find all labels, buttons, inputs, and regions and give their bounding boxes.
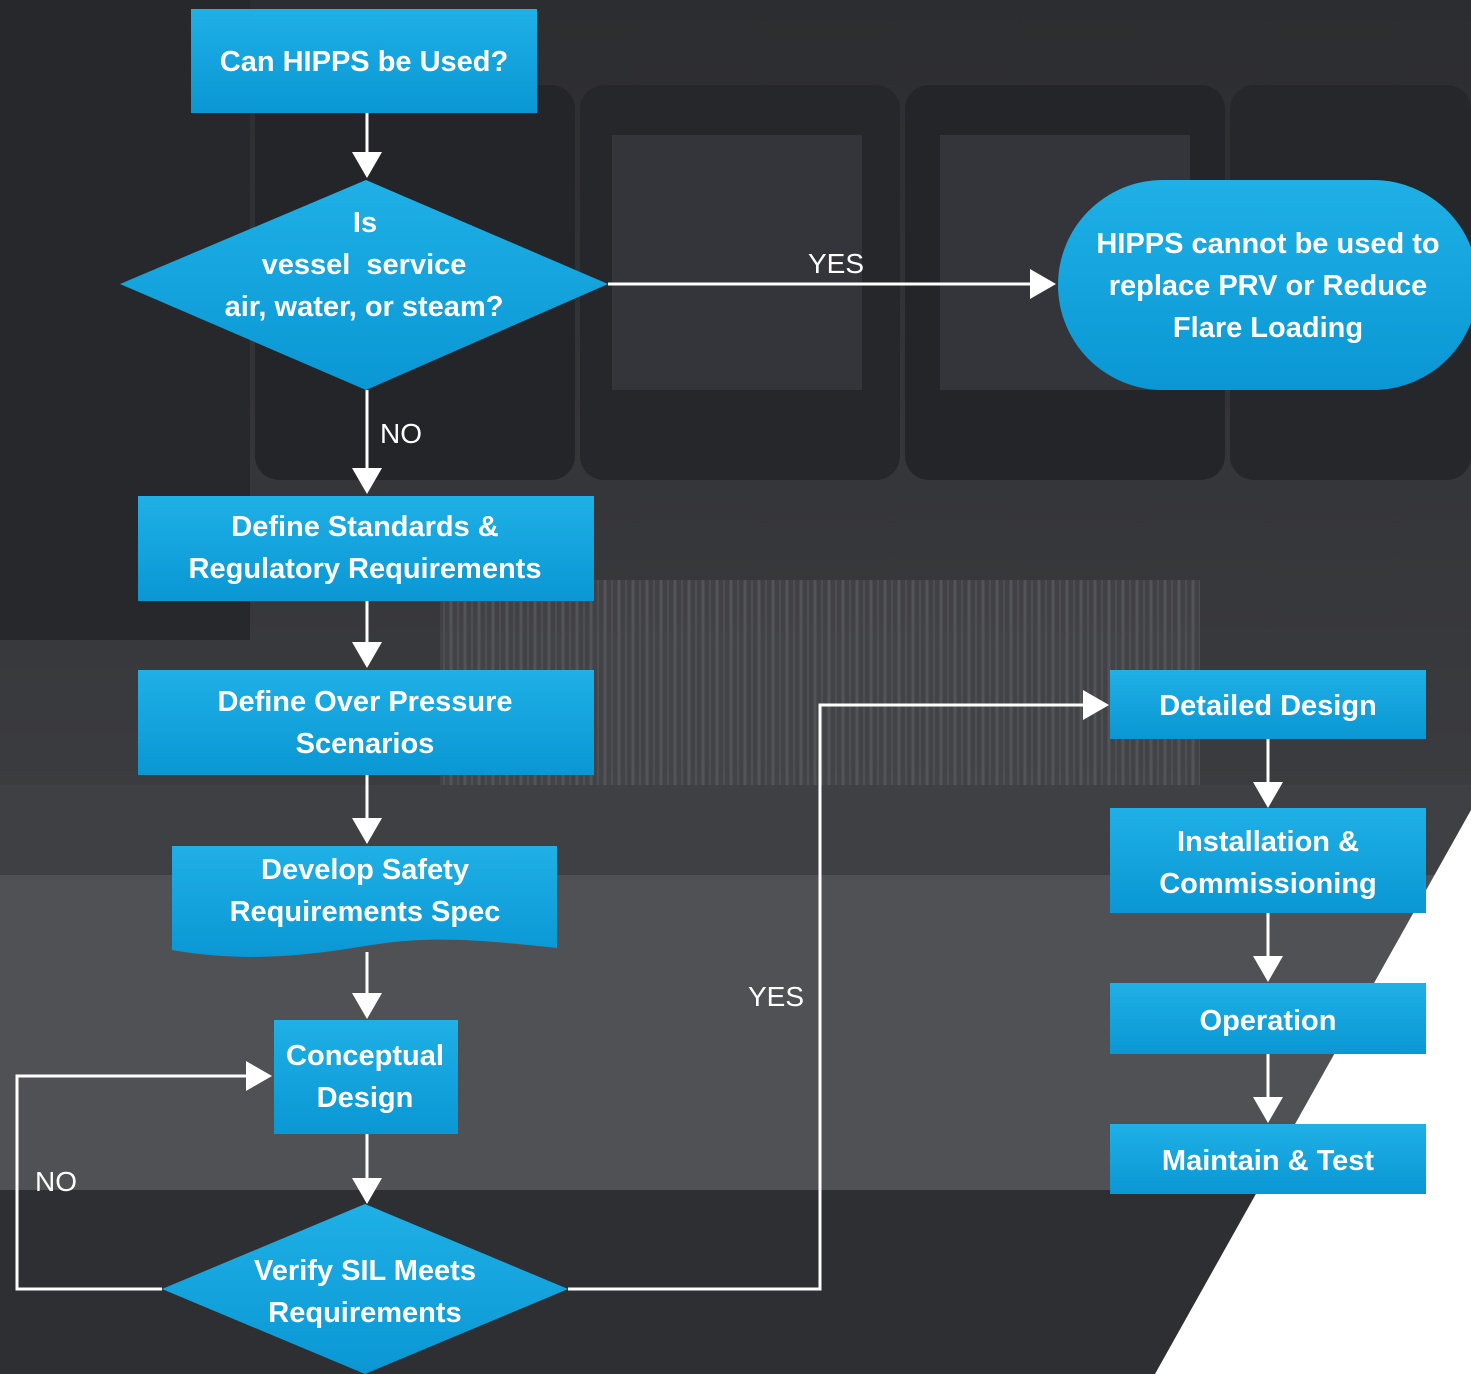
edge-label-verify-no: NO	[35, 1166, 77, 1197]
edge-label-verify-yes: YES	[748, 981, 804, 1012]
node-start: Can HIPPS be Used?	[191, 9, 537, 113]
node-decision-vessel-line-1: Is	[353, 207, 377, 239]
node-detailed-design-line-1: Detailed Design	[1159, 690, 1377, 722]
node-installation: Installation & Commissioning	[1110, 808, 1426, 913]
node-verify-sil-line-2: Requirements	[268, 1297, 461, 1329]
node-start-line-1: Can HIPPS be Used?	[220, 46, 508, 78]
connectors	[15, 113, 1283, 1291]
node-develop-srs-line-1: Develop Safety	[261, 854, 469, 886]
node-conceptual-design: Conceptual Design	[274, 1020, 458, 1134]
node-define-standards-line-1: Define Standards &	[231, 511, 499, 543]
node-terminal-no-hipps: HIPPS cannot be used to replace PRV or R…	[1058, 180, 1471, 390]
node-develop-srs-line-2: Requirements Spec	[230, 896, 501, 928]
node-conceptual-design-line-1: Conceptual	[286, 1040, 444, 1072]
node-decision-vessel-line-2: vessel service	[262, 249, 467, 281]
node-verify-sil: Verify SIL Meets Requirements	[162, 1204, 568, 1374]
node-operation-line-1: Operation	[1200, 1005, 1337, 1037]
node-define-standards-line-2: Regulatory Requirements	[189, 553, 542, 585]
edge-label-vessel-no: NO	[380, 418, 422, 449]
edge-labels: YES NO YES NO	[35, 248, 864, 1197]
node-installation-line-1: Installation &	[1177, 826, 1359, 858]
node-detailed-design: Detailed Design	[1110, 670, 1426, 739]
node-operation: Operation	[1110, 983, 1426, 1054]
node-conceptual-design-line-2: Design	[317, 1082, 414, 1114]
node-terminal-line-2: replace PRV or Reduce	[1109, 270, 1428, 302]
node-develop-srs: Develop Safety Requirements Spec	[172, 846, 557, 957]
node-define-overpressure-line-1: Define Over Pressure	[218, 686, 513, 718]
node-installation-line-2: Commissioning	[1159, 868, 1377, 900]
white-corner-accent	[1155, 810, 1471, 1374]
node-decision-vessel: Is vessel service air, water, or steam?	[120, 180, 608, 390]
node-define-overpressure-line-2: Scenarios	[296, 728, 435, 760]
edge-label-vessel-yes: YES	[808, 248, 864, 279]
node-terminal-line-1: HIPPS cannot be used to	[1096, 228, 1439, 260]
node-verify-sil-line-1: Verify SIL Meets	[254, 1255, 476, 1287]
node-terminal-line-3: Flare Loading	[1173, 312, 1363, 344]
node-maintain-test: Maintain & Test	[1110, 1124, 1426, 1194]
node-maintain-test-line-1: Maintain & Test	[1162, 1145, 1374, 1177]
node-define-standards: Define Standards & Regulatory Requiremen…	[138, 496, 594, 601]
node-define-overpressure: Define Over Pressure Scenarios	[138, 670, 594, 775]
node-decision-vessel-line-3: air, water, or steam?	[225, 291, 504, 323]
